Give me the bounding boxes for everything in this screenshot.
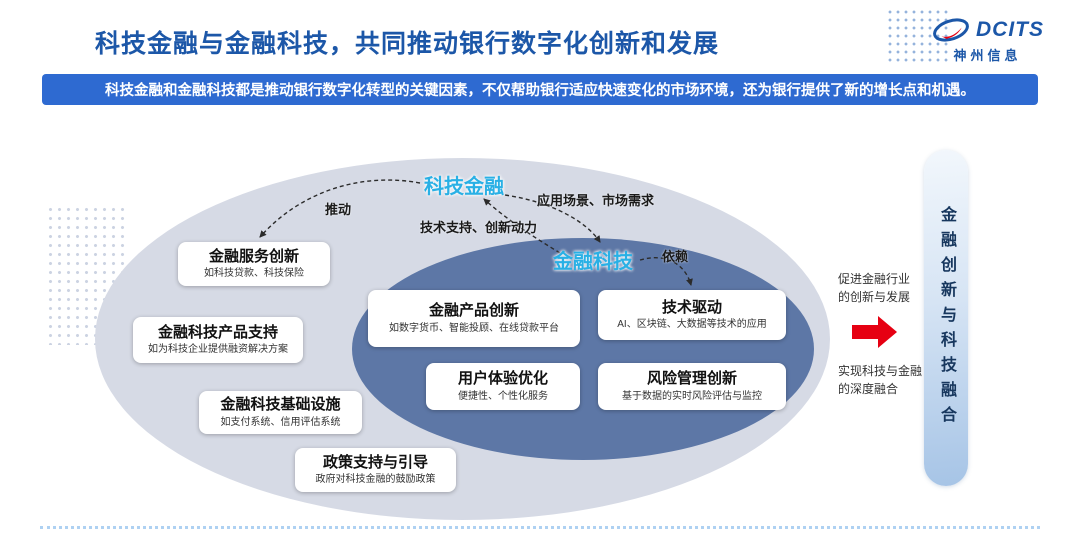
card-title: 金融产品创新: [428, 302, 519, 320]
card-subtitle: 如支付系统、信用评估系统: [220, 416, 341, 428]
result-capsule: 金融创新与科技融合: [924, 150, 968, 486]
depend-arrow-label: 依赖: [662, 249, 689, 264]
card-subtitle: 如数字货币、智能投顾、在线贷款平台: [389, 322, 559, 334]
card-fintech-product-support: 金融科技产品支持 如为科技企业提供融资解决方案: [133, 317, 303, 363]
card-title: 金融科技产品支持: [157, 323, 278, 341]
card-title: 风险管理创新: [646, 370, 737, 388]
dot-pattern-top-right: [886, 8, 948, 64]
summary-banner: 科技金融和金融科技都是推动银行数字化转型的关键因素，不仅帮助银行适应快速变化的市…: [42, 74, 1038, 105]
promote-arrow-label: 推动: [325, 202, 352, 217]
bottom-dotted-divider: [40, 526, 1040, 529]
tech-finance-label: 科技金融: [424, 176, 504, 198]
application-arrow-label: 应用场景、市场需求: [537, 193, 655, 208]
logo-brand-text: DCITS: [976, 18, 1044, 41]
card-title: 金融服务创新: [208, 247, 299, 265]
card-subtitle: AI、区块链、大数据等技术的应用: [617, 319, 767, 331]
card-fintech-infrastructure: 金融科技基础设施 如支付系统、信用评估系统: [199, 391, 362, 434]
page-title: 科技金融与金融科技，共同推动银行数字化创新和发展: [95, 30, 720, 58]
outcome-note-top: 促进金融行业的创新与发展: [838, 272, 911, 304]
card-subtitle: 基于数据的实时风险评估与监控: [622, 390, 762, 402]
result-capsule-text: 金融创新与科技融合: [938, 205, 955, 431]
card-technology-driven: 技术驱动 AI、区块链、大数据等技术的应用: [598, 290, 786, 340]
logo-company-text: 神州信息: [953, 48, 1022, 63]
card-financial-service-innovation: 金融服务创新 如科技贷款、科技保险: [178, 242, 330, 286]
card-title: 政策支持与引导: [322, 453, 428, 471]
card-user-experience: 用户体验优化 便捷性、个性化服务: [426, 363, 580, 410]
dcits-swoosh-icon: [933, 18, 969, 42]
card-financial-product-innovation: 金融产品创新 如数字货币、智能投顾、在线贷款平台: [368, 290, 580, 347]
card-title: 金融科技基础设施: [220, 396, 341, 414]
card-subtitle: 政府对科技金融的鼓励政策: [315, 474, 436, 486]
fintech-label: 金融科技: [553, 251, 633, 273]
red-arrow-icon: [852, 316, 897, 348]
fintech-ellipse: [352, 238, 814, 460]
card-subtitle: 便捷性、个性化服务: [458, 390, 548, 402]
card-subtitle: 如科技贷款、科技保险: [204, 268, 304, 280]
outcome-note-bottom: 实现科技与金融的深度融合: [838, 364, 923, 396]
support-arrow-label: 技术支持、创新动力: [420, 220, 538, 235]
summary-banner-text: 科技金融和金融科技都是推动银行数字化转型的关键因素，不仅帮助银行适应快速变化的市…: [105, 83, 975, 99]
card-subtitle: 如为科技企业提供融资解决方案: [148, 344, 288, 356]
card-policy-support: 政策支持与引导 政府对科技金融的鼓励政策: [295, 448, 456, 492]
card-risk-management: 风险管理创新 基于数据的实时风险评估与监控: [598, 363, 786, 410]
dcits-logo-row: DCITS: [931, 16, 1044, 44]
card-title: 技术驱动: [661, 298, 722, 316]
card-title: 用户体验优化: [457, 370, 548, 388]
dcits-logo: DCITS 神州信息: [931, 16, 1044, 64]
